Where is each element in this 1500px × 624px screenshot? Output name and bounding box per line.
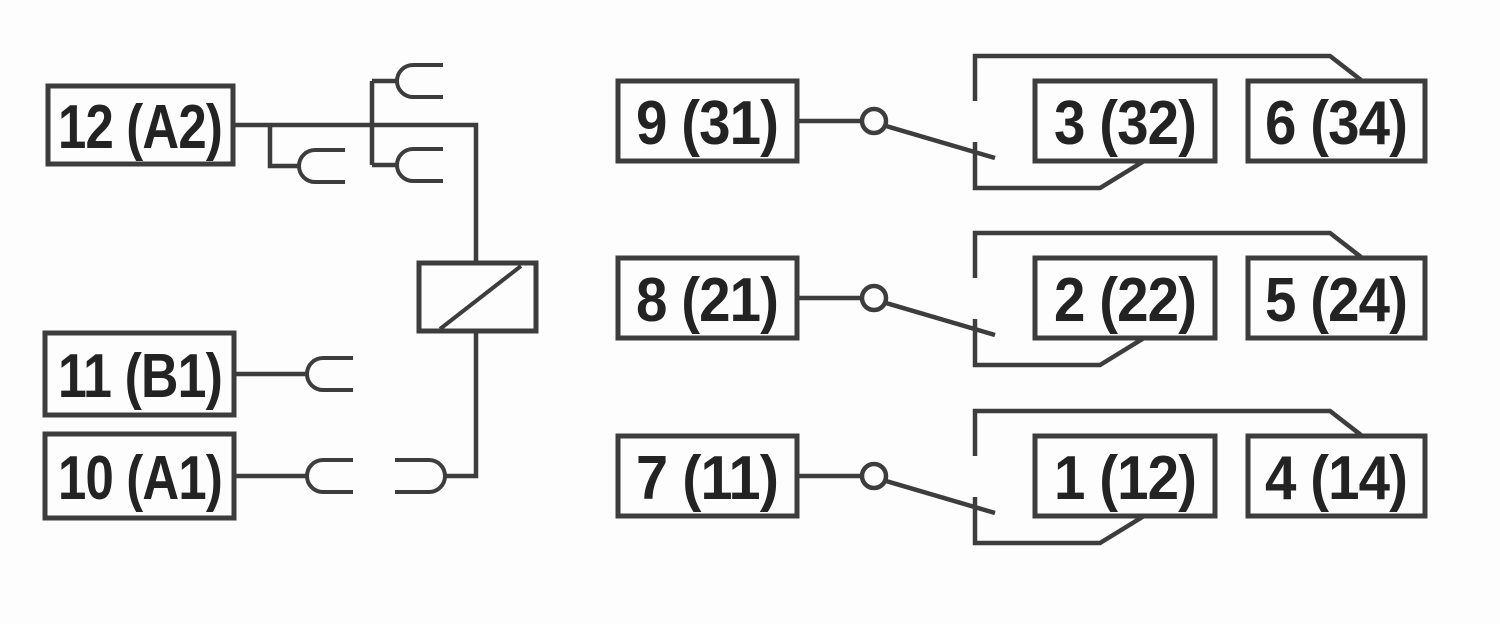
- contact-common-box: [615, 433, 800, 519]
- switch-blade-icon: [885, 478, 996, 516]
- receptacle-connector-icon: [395, 63, 443, 99]
- contact-common-box: [615, 78, 800, 164]
- contact-frame-top: [972, 230, 1363, 278]
- relay-coil-icon: [416, 260, 539, 334]
- coil-rect: [416, 260, 539, 334]
- terminal-12-a2: 12 (A2): [45, 83, 236, 167]
- receptacle-connector-icon: [297, 148, 345, 184]
- receptacle-connector-icon: [305, 458, 353, 494]
- plug-connector-icon: [395, 458, 447, 494]
- terminal-11-b1: 11 (B1): [42, 330, 353, 418]
- receptacle-connector-icon: [305, 356, 353, 392]
- contact-no-label: 4 (14): [1265, 444, 1407, 513]
- contact-nc-box: [1032, 433, 1218, 519]
- contact-no-box: [1245, 255, 1428, 341]
- wire-coil-to-a1: [446, 331, 479, 479]
- contact-frame-bottom: [972, 319, 1146, 368]
- contact-nc-label: 1 (12): [1054, 444, 1196, 513]
- contact-no-label: 6 (34): [1265, 89, 1407, 158]
- contact-nc-label: 2 (22): [1054, 266, 1196, 335]
- terminal-label: 11 (B1): [58, 342, 222, 411]
- contact-common-box: [615, 255, 800, 341]
- contact-frame-bottom: [972, 142, 1146, 191]
- contact-frame-bottom: [972, 497, 1146, 546]
- switch-pivot-icon: [859, 461, 889, 491]
- contact-frame-top: [972, 408, 1363, 456]
- contact-common-label: 9 (31): [636, 89, 778, 158]
- wire-a2-to-coil: [233, 122, 479, 263]
- wire-branch-lower: [267, 125, 299, 169]
- coil-diagonal: [438, 264, 523, 331]
- contact-no-box: [1245, 78, 1428, 164]
- switch-blade-icon: [885, 123, 996, 161]
- contact-nc-box: [1032, 78, 1218, 164]
- contact-row-3: 7 (11) 1 (12) 4 (14): [615, 408, 1428, 546]
- terminal-label: 12 (A2): [58, 93, 222, 162]
- contact-nc-label: 3 (32): [1054, 89, 1196, 158]
- contact-no-label: 5 (24): [1265, 266, 1407, 335]
- contact-no-box: [1245, 433, 1428, 519]
- contact-row-1: 9 (31) 3 (32) 6 (34): [615, 53, 1428, 191]
- terminal-box: [45, 83, 236, 167]
- terminal-label: 10 (A1): [58, 444, 222, 513]
- contact-common-label: 7 (11): [636, 444, 778, 513]
- receptacle-connector-icon: [395, 147, 443, 183]
- switch-pivot-icon: [859, 283, 889, 313]
- contact-nc-box: [1032, 255, 1218, 341]
- switch-blade-icon: [885, 300, 996, 338]
- coil-section: 12 (A2) 11 (B1) 10 (A1): [42, 63, 539, 521]
- contact-common-label: 8 (21): [636, 266, 778, 335]
- terminal-10-a1: 10 (A1): [42, 431, 353, 521]
- contact-row-2: 8 (21) 2 (22) 5 (24): [615, 230, 1428, 368]
- switch-pivot-icon: [859, 106, 889, 136]
- contact-frame-top: [972, 53, 1363, 101]
